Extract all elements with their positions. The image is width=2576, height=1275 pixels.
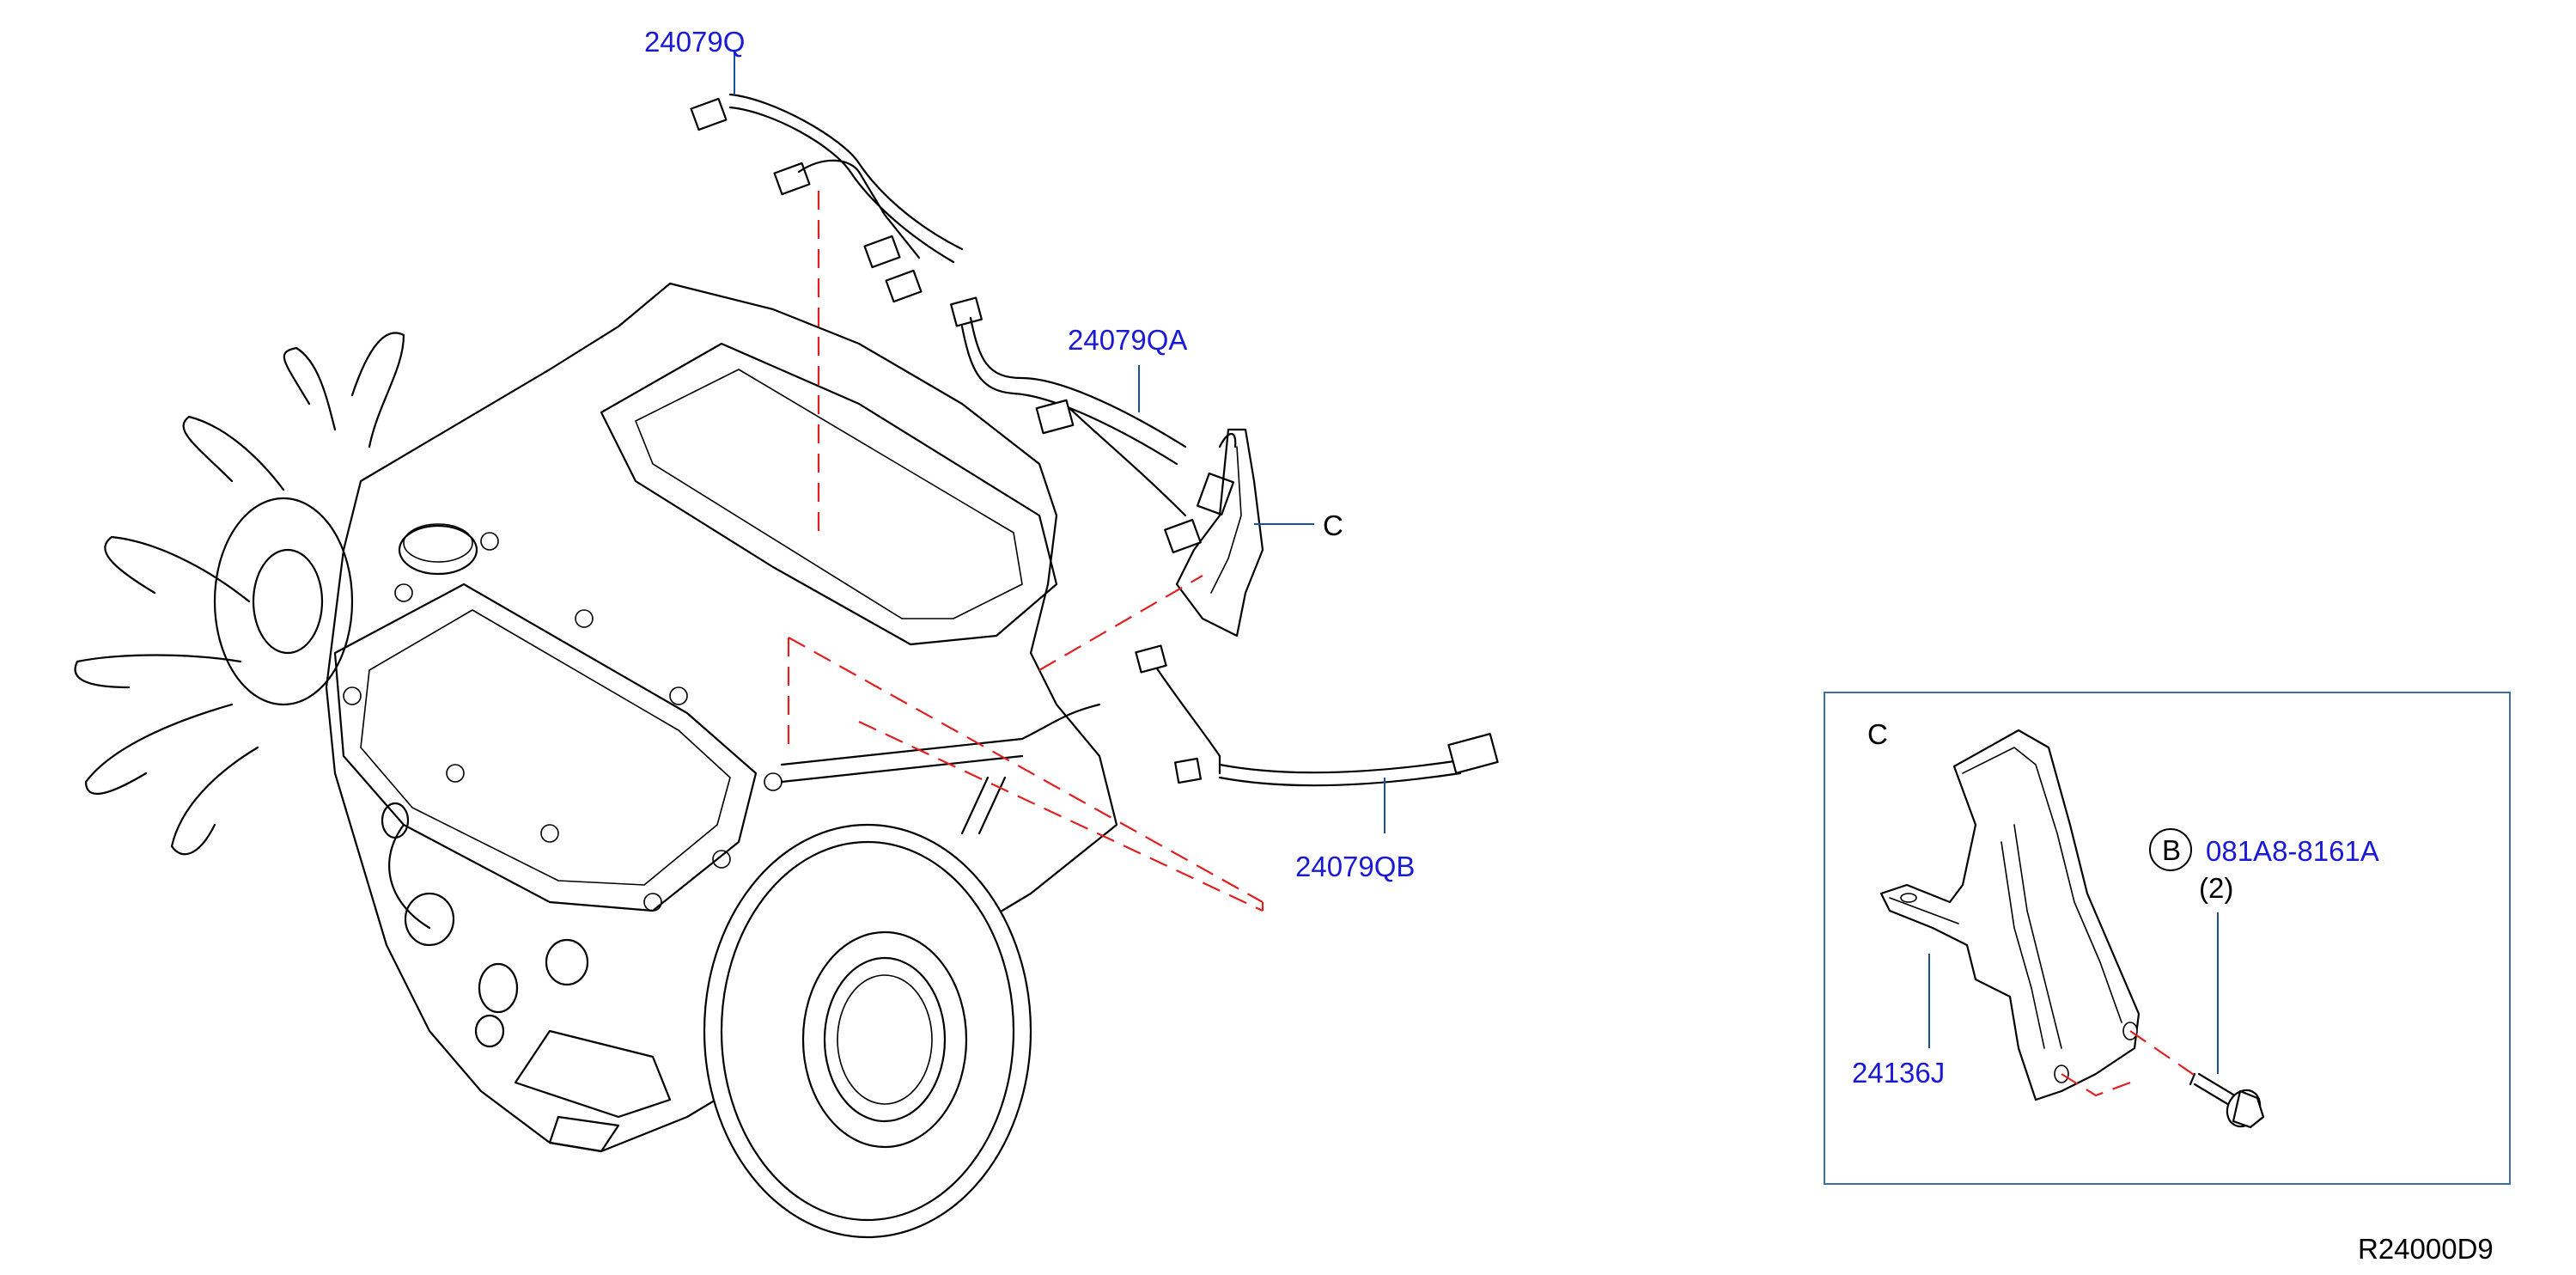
torque-converter-housing [703,823,1032,1239]
callout-leaders [734,53,1385,833]
bolt-symbol-letter: B [2162,834,2181,866]
callout-24079q: 24079Q [644,26,745,58]
detail-c-view: C B 081A8-8161A (2) [1824,692,2511,1185]
harness-24079qb-drawing [1135,644,1499,787]
detail-frame [1824,692,2511,1185]
bracket-24136j-drawing [1879,729,2141,1101]
engine-assembly-drawing [74,282,1118,1239]
callout-detail-c: C [1323,509,1343,541]
cooling-fan [74,332,405,856]
assembly-guide-lines [787,191,1264,912]
callout-24079qb: 24079QB [1295,851,1415,882]
cover-bolts [343,532,783,912]
callout-081a8-8161a: 081A8-8161A [2206,835,2379,867]
bolt-symbol-circle [2149,828,2192,871]
detail-title: C [1867,718,1888,750]
callout-24079qa: 24079QA [1068,324,1187,356]
callout-bolt-quantity: (2) [2199,872,2233,904]
harness-24079qa-drawing [950,296,1264,638]
bolt-drawing [2189,1072,2265,1129]
harness-24079q-drawing [690,93,964,303]
callout-24136j: 24136J [1852,1057,1945,1089]
diagram-id: R24000D9 [2358,1233,2494,1265]
